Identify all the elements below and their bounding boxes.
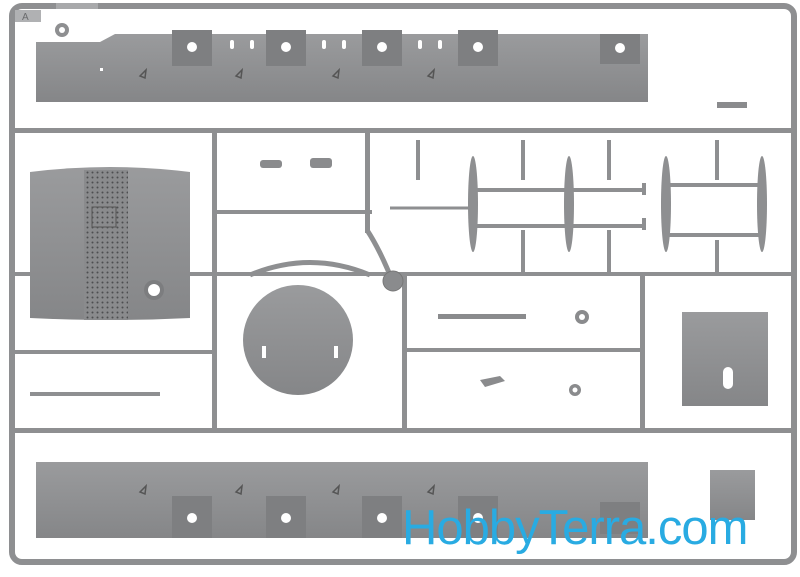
upper-hull-side-panel: [36, 23, 648, 102]
small-rectangular-plate: [682, 312, 768, 406]
lower-hull-side-panel: [36, 462, 648, 538]
watermark: HobbyTerra.com: [402, 501, 748, 555]
small-parts: [260, 102, 747, 396]
round-hatch: [243, 260, 404, 395]
small-bracket: [710, 470, 755, 520]
runners: [12, 128, 794, 433]
sprue-code-plate: [56, 3, 98, 9]
sprue-letter: A: [22, 12, 29, 23]
perforated-plate: [30, 167, 190, 320]
sprue-letter-tag: [15, 10, 41, 22]
sprue-frame: [9, 3, 797, 565]
ladder-frame: [390, 140, 767, 274]
